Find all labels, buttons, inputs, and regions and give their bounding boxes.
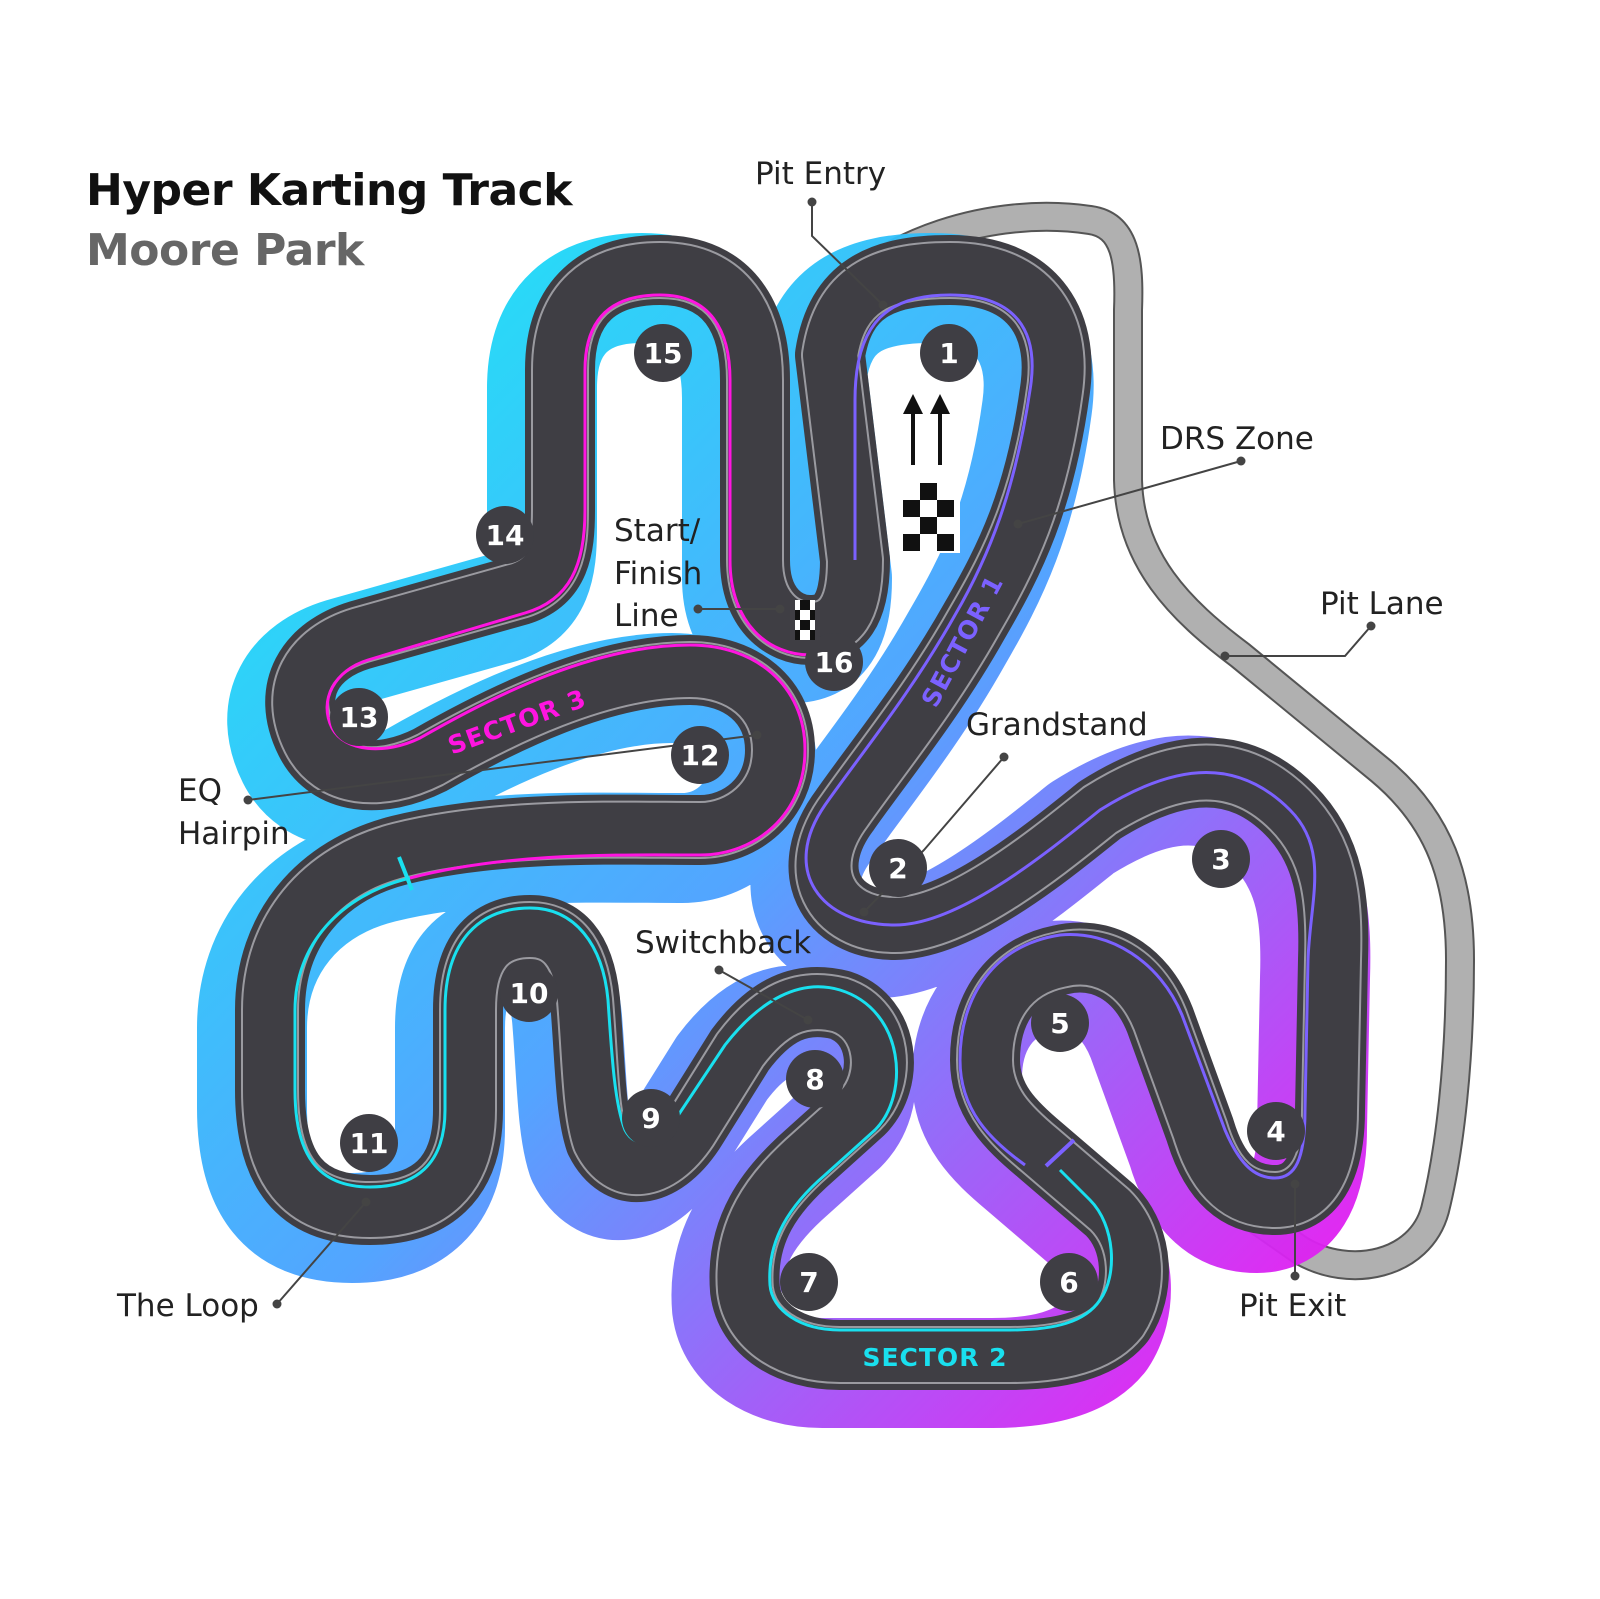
sector-1-2-divider xyxy=(1044,1138,1076,1168)
svg-text:2: 2 xyxy=(888,852,907,885)
callout-dots xyxy=(243,197,1376,1309)
svg-text:9: 9 xyxy=(641,1102,660,1135)
corner-badge-8: 8 xyxy=(786,1050,844,1108)
sector-1-line xyxy=(804,293,1317,1180)
svg-text:10: 10 xyxy=(510,977,549,1010)
corner-badge-2: 2 xyxy=(869,839,927,897)
corner-badge-15: 15 xyxy=(634,324,692,382)
eq-hairpin-label-1: EQ xyxy=(178,773,222,809)
svg-text:6: 6 xyxy=(1059,1266,1078,1299)
svg-text:13: 13 xyxy=(340,701,379,734)
start-finish-label-1: Start/ xyxy=(614,513,701,549)
svg-text:15: 15 xyxy=(644,337,683,370)
svg-text:5: 5 xyxy=(1050,1007,1069,1040)
svg-text:4: 4 xyxy=(1266,1115,1285,1148)
corner-badge-11: 11 xyxy=(340,1114,398,1172)
svg-text:1: 1 xyxy=(939,337,958,370)
sector-2-label: SECTOR 2 xyxy=(862,1343,1007,1372)
sector-3-line xyxy=(325,293,811,880)
corner-badge-4: 4 xyxy=(1247,1102,1305,1160)
start-finish-line xyxy=(795,600,815,640)
corner-badge-16: 16 xyxy=(805,633,863,691)
corner-badge-14: 14 xyxy=(476,506,534,564)
callout-lines xyxy=(247,202,1372,1305)
start-finish-label-2: Finish xyxy=(614,556,702,592)
grandstand-label: Grandstand xyxy=(966,707,1148,743)
checkered-flag-icon xyxy=(900,483,960,553)
eq-hairpin-label-2: Hairpin xyxy=(178,816,290,852)
switchback-label: Switchback xyxy=(635,925,811,961)
page-subtitle: Moore Park xyxy=(86,225,364,276)
svg-text:7: 7 xyxy=(799,1266,818,1299)
page-title: Hyper Karting Track xyxy=(86,165,573,216)
start-finish-label-3: Line xyxy=(614,598,679,634)
corner-badge-12: 12 xyxy=(671,726,729,784)
corner-badge-5: 5 xyxy=(1031,994,1089,1052)
pit-lane xyxy=(823,201,1475,1281)
drs-zone-label: DRS Zone xyxy=(1160,421,1314,457)
pit-lane-label: Pit Lane xyxy=(1320,586,1444,622)
sector-2-3-divider xyxy=(397,856,414,891)
corner-badges: 1 2 3 4 5 6 7 8 9 10 11 12 13 14 15 16 xyxy=(330,324,1305,1311)
svg-text:12: 12 xyxy=(681,739,720,772)
double-up-arrow-icon xyxy=(903,394,950,465)
corner-badge-13: 13 xyxy=(330,688,388,746)
corner-badge-9: 9 xyxy=(622,1089,680,1147)
pit-entry-label: Pit Entry xyxy=(755,156,886,192)
svg-text:11: 11 xyxy=(350,1127,389,1160)
svg-text:14: 14 xyxy=(486,519,525,552)
pit-exit-label: Pit Exit xyxy=(1239,1288,1346,1324)
corner-badge-3: 3 xyxy=(1192,830,1250,888)
svg-text:3: 3 xyxy=(1211,843,1230,876)
corner-badge-10: 10 xyxy=(500,964,558,1022)
corner-badge-7: 7 xyxy=(780,1253,838,1311)
corner-badge-1: 1 xyxy=(920,324,978,382)
svg-text:16: 16 xyxy=(815,646,854,679)
the-loop-label: The Loop xyxy=(116,1288,259,1324)
svg-text:8: 8 xyxy=(805,1063,824,1096)
corner-badge-6: 6 xyxy=(1040,1253,1098,1311)
